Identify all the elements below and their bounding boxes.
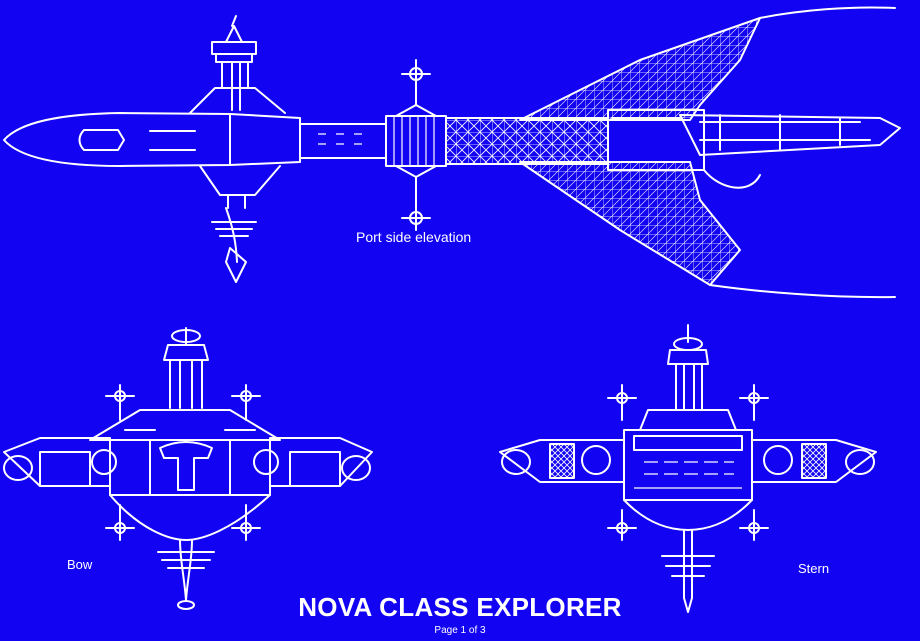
upper-wing (519, 17, 761, 121)
page-indicator: Page 1 of 3 (434, 625, 486, 636)
bow-trackers (105, 384, 261, 541)
upper-pylon (189, 87, 286, 114)
stern-right-arm (751, 439, 877, 483)
lattice-truss (445, 117, 609, 165)
hull-nose (3, 112, 301, 167)
port-side-elevation-label: Port side elevation (356, 229, 472, 245)
stern-label: Stern (798, 561, 830, 576)
sheet-title: NOVA CLASS EXPLORER (298, 592, 622, 622)
stern-trackers (607, 384, 769, 541)
stern-left-arm (499, 439, 625, 483)
bow-label: Bow (67, 557, 93, 572)
aft-section (679, 114, 901, 156)
stern-main-hull (623, 429, 753, 501)
lower-pylon (199, 165, 281, 196)
lower-wing (519, 161, 741, 286)
